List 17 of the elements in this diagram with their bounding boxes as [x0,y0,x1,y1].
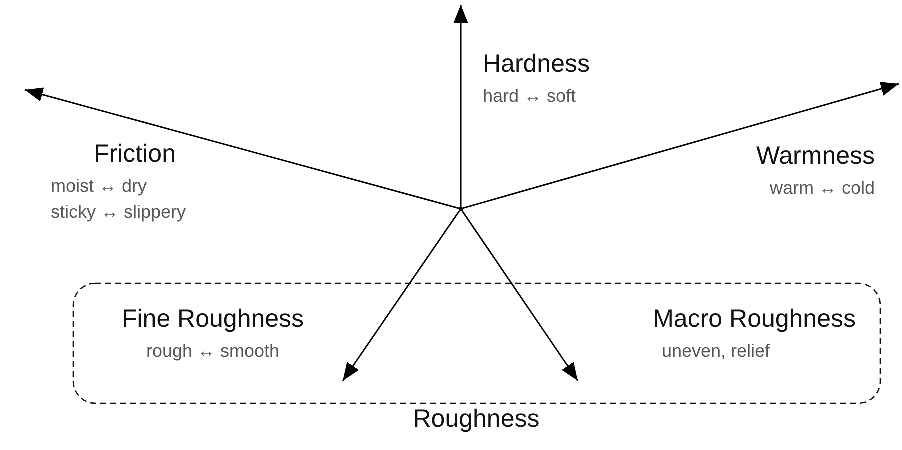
dimension-heading: Friction [93,140,177,169]
dimension-heading: Hardness [483,50,591,79]
dimension-scale-text: hard ↔ soft [483,86,578,107]
dimension-heading: Roughness [412,405,541,434]
dimension-scale-text: warm ↔ cold [768,178,875,199]
arrow [342,210,460,382]
dimension-heading: Macro Roughness [652,305,856,334]
arrow [462,210,579,382]
dimension-scale-text: rough ↔ smooth [145,341,281,362]
dimension-heading: Warmness [755,142,875,171]
arrow [24,88,460,210]
dimension-scale-text: moist ↔ dry [51,176,148,197]
dimension-scale-text: uneven, relief [660,341,772,362]
arrow [454,5,468,207]
arrow [462,82,900,210]
dimension-scale-text: sticky ↔ slippery [51,202,188,223]
dimension-heading: Fine Roughness [120,305,306,334]
